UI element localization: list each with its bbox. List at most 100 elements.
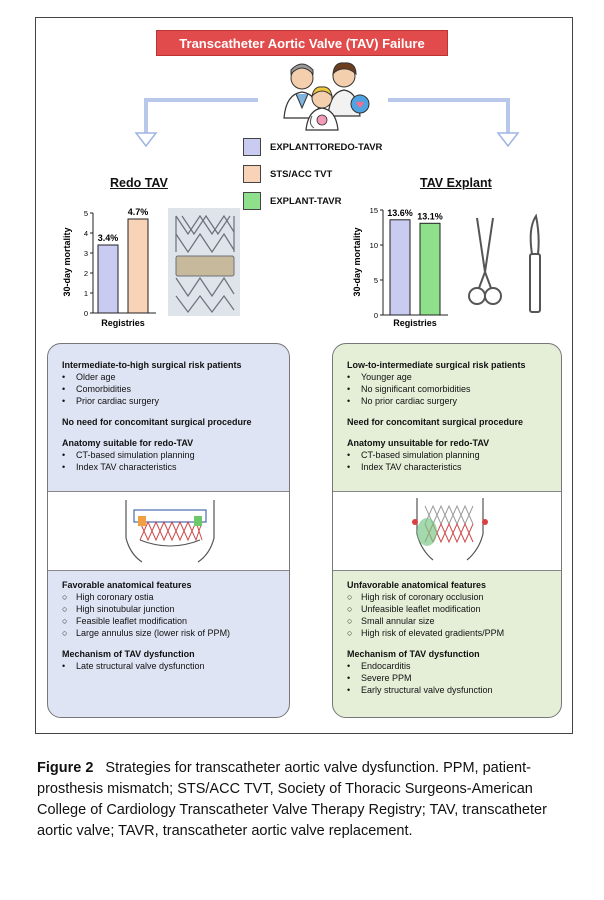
panel-tav-explant: Low-to-intermediate surgical risk patien… [332, 343, 562, 718]
legend-item: EXPLANTTOREDO-TAVR [243, 136, 382, 158]
scissors-icon [468, 217, 502, 305]
bullet-item: ○Unfeasible leaflet modification [347, 604, 481, 614]
x-axis-label: Registries [101, 318, 145, 328]
bullet-text: No prior cardiac surgery [361, 396, 458, 406]
panel-top-text: Low-to-intermediate surgical risk patien… [333, 360, 561, 473]
bar-value-label: 13.6% [387, 208, 413, 218]
legend-item: EXPLANT-TAVR [243, 190, 341, 212]
left-arrow-line [144, 98, 258, 135]
valve-in-valve-drawing [125, 500, 215, 563]
bullet-text: CT-based simulation planning [361, 450, 480, 460]
bullet-text: Index TAV characteristics [76, 462, 177, 472]
bar-value-label: 3.4% [98, 233, 119, 243]
bullet-text: Comorbidities [76, 384, 132, 394]
bullet-item: ○High sinotubular junction [62, 604, 175, 614]
caption-text: Strategies for transcatheter aortic valv… [37, 760, 547, 839]
bullet-text: Endocarditis [361, 661, 411, 671]
y-tick-label: 3 [84, 249, 88, 258]
bullet-item: •CT-based simulation planning [62, 450, 195, 460]
bar [389, 219, 411, 316]
bullet-item: •Early structural valve dysfunction [347, 685, 493, 695]
bullet-item: •Late structural valve dysfunction [62, 661, 205, 671]
bullet-item: •Index TAV characteristics [62, 462, 177, 472]
legend-label: EXPLANTTOREDO-TAVR [270, 141, 383, 153]
bullet-text: Feasible leaflet modification [76, 616, 188, 626]
bullet-text: High sinotubular junction [76, 604, 175, 614]
bullet-text: Small annular size [361, 616, 435, 626]
bullet-item: •Younger age [347, 372, 412, 382]
bullet-item: ○Feasible leaflet modification [62, 616, 188, 626]
bullet-text: Early structural valve dysfunction [361, 685, 493, 695]
bar [419, 222, 441, 316]
y-axis-label: 30-day mortality [352, 227, 362, 296]
y-axis-label: 30-day mortality [62, 227, 72, 296]
y-tick-label: 15 [370, 206, 378, 215]
figure-frame [35, 17, 573, 734]
x-axis-label: Registries [393, 318, 437, 328]
y-tick-label: 1 [84, 289, 88, 298]
bullet-text: Index TAV characteristics [361, 462, 462, 472]
legend-swatch [243, 165, 261, 183]
bullet-item: ○High risk of elevated gradients/PPM [347, 628, 505, 638]
bullet-item: •Severe PPM [347, 673, 412, 683]
y-tick-label: 5 [84, 209, 88, 218]
panel-top-text: Intermediate-to-high surgical risk patie… [48, 360, 289, 473]
bullet-text: Older age [76, 372, 116, 382]
bullet-item: ○Large annulus size (lower risk of PPM) [62, 628, 231, 638]
bullet-text: High risk of elevated gradients/PPM [361, 628, 505, 638]
bullet-text: Severe PPM [361, 673, 412, 683]
valve-in-valve-illustration [48, 491, 289, 571]
bullet-item: •Older age [62, 372, 116, 382]
bullet-text: Unfeasible leaflet modification [361, 604, 481, 614]
panel-heading: Intermediate-to-high surgical risk patie… [62, 360, 242, 370]
bullet-text: Large annulus size (lower risk of PPM) [76, 628, 231, 638]
right-arrow-head [496, 132, 520, 148]
panel-heading: Low-to-intermediate surgical risk patien… [347, 360, 526, 370]
bullet-item: •No significant comorbidities [347, 384, 471, 394]
legend-label: STS/ACC TVT [270, 168, 333, 180]
panel-heading: No need for concomitant surgical procedu… [62, 417, 252, 427]
y-tick-label: 2 [84, 269, 88, 278]
bullet-item: ○High risk of coronary occlusion [347, 592, 484, 602]
explant-drawing [412, 498, 488, 561]
panel-heading: Mechanism of TAV dysfunction [62, 649, 195, 659]
y-tick-label: 5 [374, 276, 378, 285]
panel-heading: Anatomy suitable for redo-TAV [62, 438, 194, 448]
bullet-item: •Comorbidities [62, 384, 132, 394]
legend-swatch [243, 138, 261, 156]
bullet-item: •Endocarditis [347, 661, 411, 671]
bar-value-label: 4.7% [128, 207, 149, 217]
figure-number: Figure 2 [37, 760, 94, 776]
panel-heading: Favorable anatomical features [62, 580, 192, 590]
section-title-redo-tav: Redo TAV [110, 176, 168, 190]
bar [127, 218, 149, 314]
bullet-item: •No prior cardiac surgery [347, 396, 458, 406]
panel-heading: Anatomy unsuitable for redo-TAV [347, 438, 490, 448]
bar-value-label: 13.1% [417, 211, 443, 221]
bullet-text: CT-based simulation planning [76, 450, 195, 460]
y-tick-label: 4 [84, 229, 88, 238]
bullet-text: Younger age [361, 372, 412, 382]
bullet-text: Prior cardiac surgery [76, 396, 160, 406]
bullet-text: Late structural valve dysfunction [76, 661, 205, 671]
doctors-icon [283, 62, 370, 131]
legend-swatch [243, 192, 261, 210]
bullet-text: No significant comorbidities [361, 384, 471, 394]
panel-bottom-text: Unfavorable anatomical features ○High ri… [333, 580, 561, 696]
legend-label: EXPLANT-TAVR [270, 195, 342, 207]
left-arrow-head [134, 132, 158, 148]
bullet-item: •CT-based simulation planning [347, 450, 480, 460]
bullet-item: •Index TAV characteristics [347, 462, 462, 472]
bullet-item: •Prior cardiac surgery [62, 396, 160, 406]
bullet-text: High coronary ostia [76, 592, 154, 602]
panel-bottom-text: Favorable anatomical features ○High coro… [48, 580, 289, 672]
y-tick-label: 0 [374, 311, 378, 320]
panel-heading: Unfavorable anatomical features [347, 580, 487, 590]
section-title-tav-explant: TAV Explant [420, 176, 492, 190]
bar [97, 244, 119, 314]
title-banner: Transcatheter Aortic Valve (TAV) Failure [156, 30, 448, 56]
